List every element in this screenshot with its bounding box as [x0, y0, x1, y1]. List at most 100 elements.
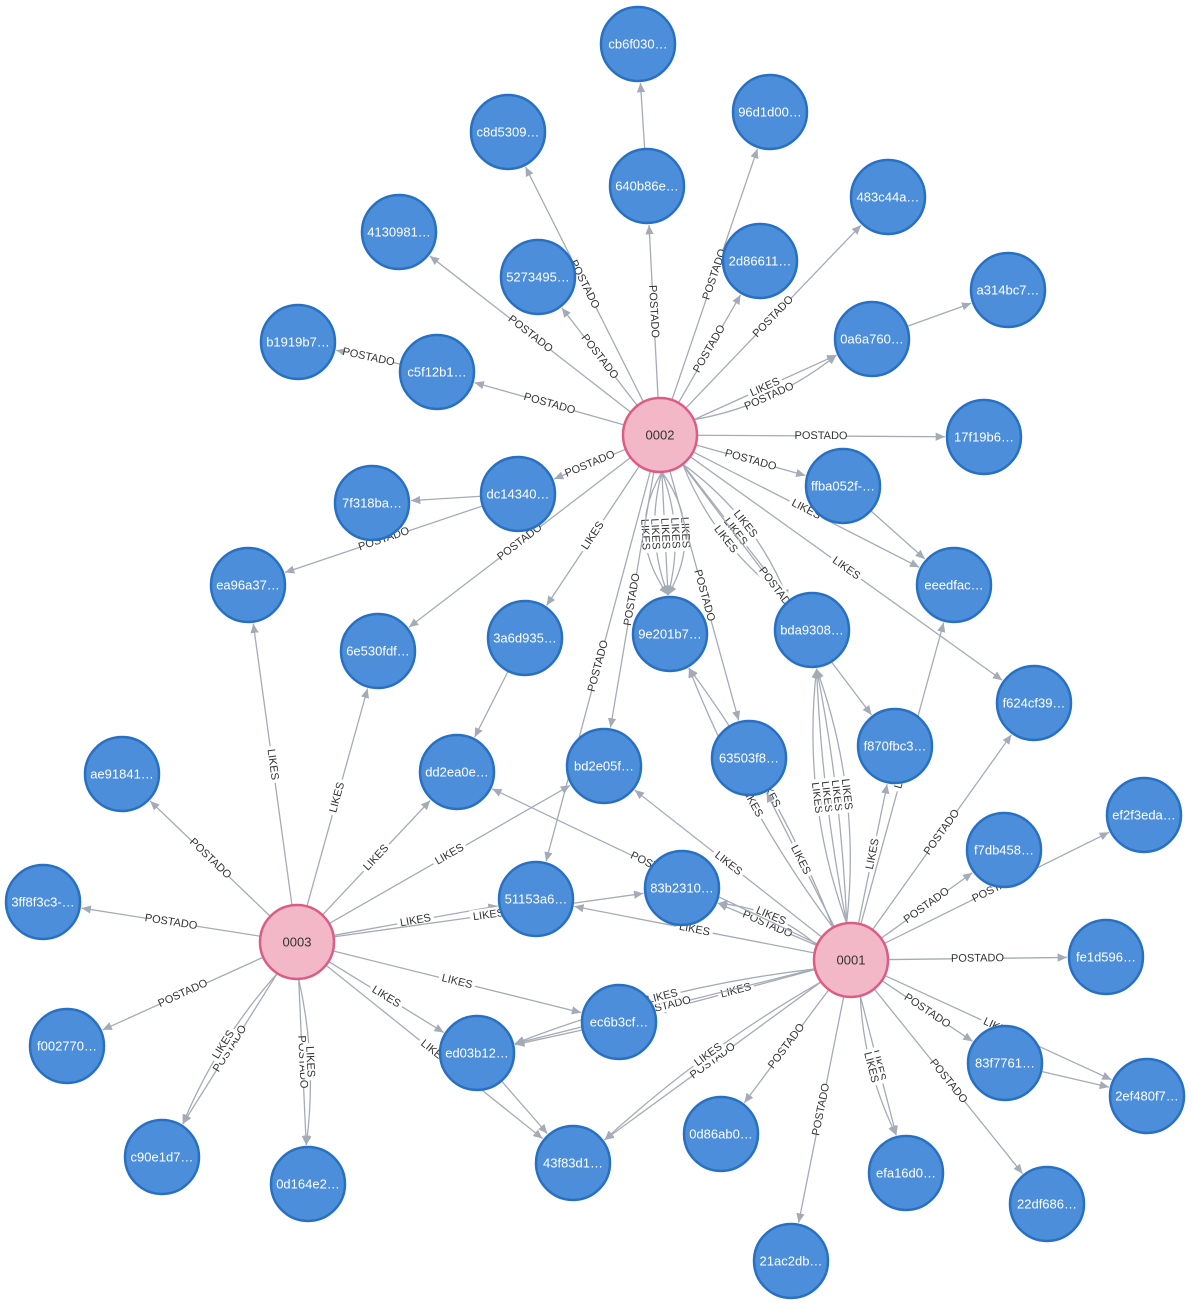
relationship-edge[interactable]: POSTADO [607, 471, 655, 728]
node-circle[interactable] [499, 238, 577, 316]
relationship-edge[interactable]: POSTADO [149, 800, 271, 917]
node-circle[interactable] [966, 1024, 1044, 1102]
relationship-edge[interactable]: LIKES [815, 668, 856, 924]
post-node[interactable]: 3ff8f3c3-… [4, 863, 82, 941]
edge-line[interactable] [636, 82, 646, 150]
post-node[interactable]: bd2e05f… [565, 727, 643, 805]
post-node[interactable]: dd2ea0e… [418, 733, 496, 811]
post-node[interactable]: eeedfac… [915, 546, 993, 624]
relationship-edge[interactable]: POSTADO [553, 448, 627, 480]
node-circle[interactable] [867, 1134, 945, 1212]
node-circle[interactable] [621, 396, 699, 474]
relationship-edge[interactable] [906, 302, 972, 328]
node-circle[interactable] [1067, 918, 1145, 996]
node-circle[interactable] [773, 591, 851, 669]
post-node[interactable]: dc14340… [479, 455, 557, 533]
post-node[interactable]: c5f12b1… [398, 333, 476, 411]
node-circle[interactable] [534, 1124, 612, 1202]
post-node[interactable]: f002770… [28, 1007, 106, 1085]
post-node[interactable]: ed03b12… [438, 1014, 516, 1092]
node-circle[interactable] [418, 733, 496, 811]
relationship-edge[interactable]: POSTADO [696, 428, 946, 442]
post-node[interactable]: a314bc7… [969, 251, 1047, 329]
node-circle[interactable] [1105, 776, 1183, 854]
node-circle[interactable] [631, 595, 709, 673]
node-circle[interactable] [849, 158, 927, 236]
post-node[interactable]: ec6b3cf… [580, 983, 658, 1061]
edge-line[interactable] [500, 1080, 548, 1135]
edge-line[interactable] [514, 1029, 583, 1047]
post-node[interactable]: 51153a6… [497, 860, 575, 938]
relationship-edge[interactable] [410, 495, 482, 505]
node-circle[interactable] [28, 1007, 106, 1085]
post-node[interactable]: 2ef480f7… [1108, 1057, 1186, 1135]
relationship-edge[interactable]: POSTADO [335, 345, 401, 369]
node-circle[interactable] [945, 398, 1023, 476]
post-node[interactable]: 3a6d935… [486, 599, 564, 677]
relationship-edge[interactable]: POSTADO [881, 980, 973, 1042]
post-node[interactable]: 22df686… [1008, 1165, 1086, 1243]
post-node[interactable]: ef2f3eda… [1105, 776, 1183, 854]
relationship-edge[interactable]: POSTADO [887, 951, 1068, 965]
relationship-edge[interactable]: LIKES [648, 471, 669, 596]
node-circle[interactable] [721, 222, 799, 300]
post-node[interactable]: 4130981… [360, 193, 438, 271]
post-node[interactable]: 83b2310… [643, 849, 721, 927]
user-node[interactable]: 0001 [812, 921, 890, 999]
node-circle[interactable] [398, 333, 476, 411]
post-node[interactable]: 0d86ab0… [682, 1095, 760, 1173]
node-circle[interactable] [258, 903, 336, 981]
edge-line[interactable] [1040, 1070, 1110, 1090]
relationship-edge[interactable]: POSTADO [182, 972, 278, 1125]
relationship-edge[interactable]: POSTADO [102, 956, 264, 1031]
node-circle[interactable] [710, 719, 788, 797]
relationship-edge[interactable]: LIKES [321, 799, 431, 916]
post-node[interactable]: 43f83d1… [534, 1124, 612, 1202]
node-circle[interactable] [333, 464, 411, 542]
node-circle[interactable] [83, 735, 161, 813]
post-node[interactable]: ae91841… [83, 735, 161, 813]
node-circle[interactable] [1108, 1057, 1186, 1135]
node-circle[interactable] [497, 860, 575, 938]
post-node[interactable]: 2d86611… [721, 222, 799, 300]
relationship-edge[interactable]: LIKES [857, 784, 890, 924]
node-circle[interactable] [269, 1145, 347, 1223]
relationship-edge[interactable]: LIKES [332, 950, 582, 1015]
node-circle[interactable] [486, 599, 564, 677]
post-node[interactable]: 21ac2db… [752, 1222, 830, 1300]
post-node[interactable]: 96d1d00… [731, 73, 809, 151]
node-circle[interactable] [123, 1118, 201, 1196]
node-circle[interactable] [1008, 1165, 1086, 1243]
relationship-edge[interactable] [500, 1080, 548, 1135]
post-node[interactable]: 83f7761… [966, 1024, 1044, 1102]
node-circle[interactable] [565, 727, 643, 805]
relationship-edge[interactable] [636, 82, 646, 150]
relationship-edge[interactable]: POSTADO [81, 905, 261, 937]
post-node[interactable]: 483c44a… [849, 158, 927, 236]
node-circle[interactable] [752, 1222, 830, 1300]
post-node[interactable]: 5273495… [499, 238, 577, 316]
post-node[interactable]: cb6f030… [599, 5, 677, 83]
node-circle[interactable] [479, 455, 557, 533]
node-circle[interactable] [4, 863, 82, 941]
node-circle[interactable] [438, 1014, 516, 1092]
post-node[interactable]: 9e201b7… [631, 595, 709, 673]
post-node[interactable]: fe1d596… [1067, 918, 1145, 996]
post-node[interactable]: f870fbc3… [856, 707, 934, 785]
post-node[interactable]: 6e530fdf… [339, 612, 417, 690]
node-circle[interactable] [856, 707, 934, 785]
post-node[interactable]: c8d5309… [469, 93, 547, 171]
node-circle[interactable] [965, 811, 1043, 889]
node-circle[interactable] [209, 546, 287, 624]
relationship-edge[interactable]: POSTADO [677, 294, 742, 404]
post-node[interactable]: 0a6a760… [833, 300, 911, 378]
relationship-edge[interactable] [514, 1029, 583, 1047]
post-node[interactable]: 0d164e2… [269, 1145, 347, 1223]
post-node[interactable]: 7f318ba… [333, 464, 411, 542]
node-circle[interactable] [360, 193, 438, 271]
node-circle[interactable] [580, 983, 658, 1061]
post-node[interactable]: 640b86e… [608, 147, 686, 225]
user-node[interactable]: 0003 [258, 903, 336, 981]
node-circle[interactable] [259, 303, 337, 381]
relationship-edge[interactable]: POSTADO [514, 968, 816, 1046]
